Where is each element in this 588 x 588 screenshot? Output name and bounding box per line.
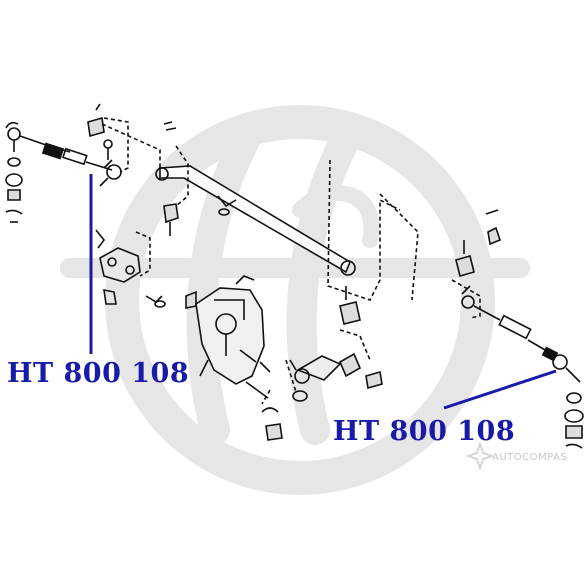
steering-gear-box xyxy=(195,275,271,399)
idler-arm-bracket xyxy=(95,229,197,309)
right-tie-rod-assembly xyxy=(451,209,584,449)
autocompas-watermark-text: AUTOCOMPAS xyxy=(492,452,568,463)
left-tie-rod-assembly xyxy=(5,103,129,223)
left-part-number-label: HT 800 108 xyxy=(7,358,190,389)
right-part-number-label: HT 800 108 xyxy=(333,416,516,447)
pitman-arm xyxy=(261,329,383,441)
autocompas-star-icon xyxy=(466,442,494,470)
right-leader-line xyxy=(443,369,557,410)
center-link xyxy=(101,121,419,325)
logo-watermark xyxy=(60,105,530,495)
